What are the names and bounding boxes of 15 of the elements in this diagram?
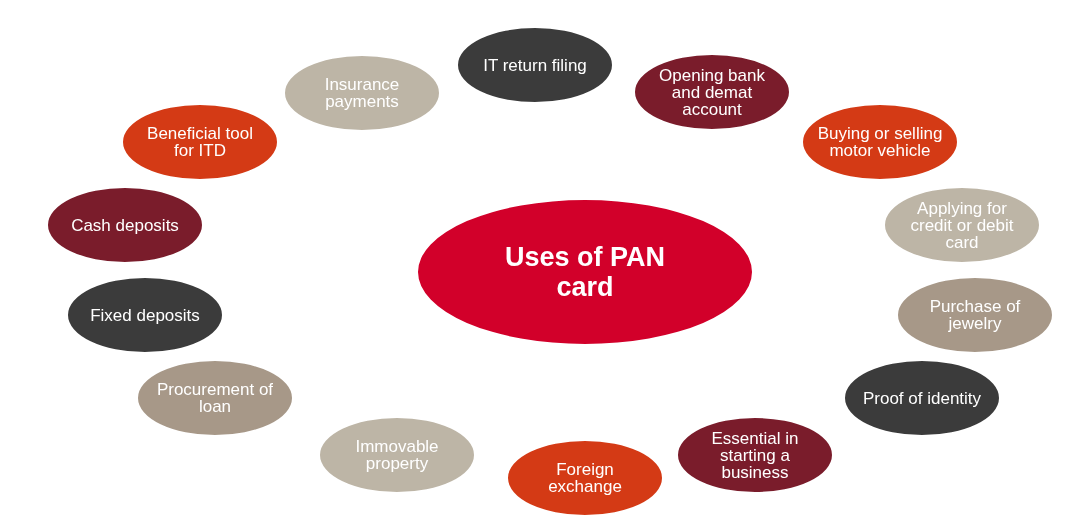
node-label: Beneficial tool for ITD — [146, 125, 254, 159]
node-label: Foreign exchange — [547, 461, 623, 495]
node-label: Procurement of loan — [155, 381, 275, 415]
node-label: IT return filing — [482, 56, 588, 74]
node-label: Fixed deposits — [89, 306, 201, 324]
node-label: Cash deposits — [70, 216, 180, 234]
node-label: Proof of identity — [861, 389, 983, 407]
node-label: Opening bank and demat account — [658, 66, 766, 118]
node-label: Buying or selling motor vehicle — [816, 125, 944, 159]
node-label: Insurance payments — [323, 76, 401, 110]
node-label: Immovable property — [354, 438, 440, 472]
node-label: Essential in starting a business — [710, 429, 800, 481]
node-label: Purchase of jewelry — [928, 298, 1022, 332]
center-title: Uses of PAN card — [503, 242, 666, 302]
node-label: Applying for credit or debit card — [909, 199, 1015, 251]
